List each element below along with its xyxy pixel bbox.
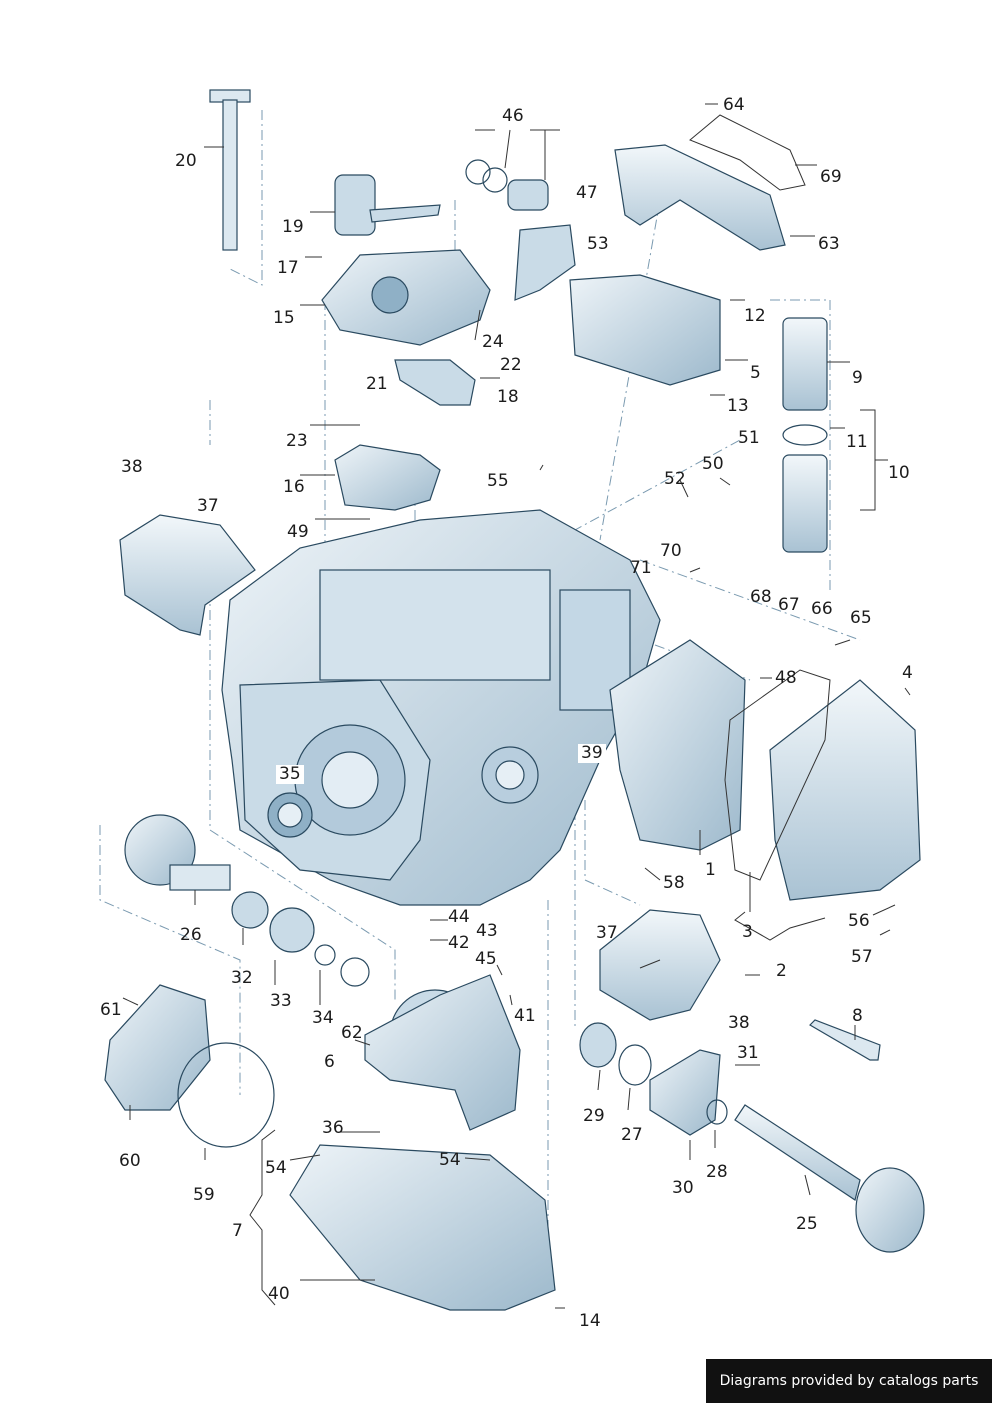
callout-41: 41 (514, 1006, 536, 1026)
oil-pan-cover (769, 679, 921, 901)
callout-57: 57 (851, 947, 873, 967)
callout-48: 48 (775, 668, 797, 688)
callout-15: 15 (273, 308, 295, 328)
oil-pan (289, 1144, 556, 1311)
callout-37a: 37 (197, 496, 219, 516)
callout-64: 64 (723, 95, 745, 115)
callout-13: 13 (727, 396, 749, 416)
callout-71: 71 (630, 558, 652, 578)
callout-3: 3 (742, 922, 753, 942)
callout-68: 68 (750, 587, 772, 607)
callout-36: 36 (322, 1118, 344, 1138)
credit-text: Diagrams provided by catalogs parts (719, 1373, 979, 1389)
callout-8: 8 (852, 1006, 863, 1026)
callout-38a: 38 (121, 457, 143, 477)
callout-14: 14 (579, 1311, 601, 1331)
callout-16: 16 (283, 477, 305, 497)
callout-59: 59 (193, 1185, 215, 1205)
callout-30: 30 (672, 1178, 694, 1198)
callout-23: 23 (286, 431, 308, 451)
callout-6: 6 (324, 1052, 335, 1072)
callout-44: 44 (448, 907, 470, 927)
callout-4: 4 (902, 663, 913, 683)
callout-46: 46 (502, 106, 524, 126)
callout-69: 69 (820, 167, 842, 187)
oil-cooler (569, 274, 721, 386)
callout-12: 12 (744, 306, 766, 326)
callout-58: 58 (663, 873, 685, 893)
callout-38b: 38 (728, 1013, 750, 1033)
callout-21: 21 (366, 374, 388, 394)
callout-1: 1 (705, 860, 716, 880)
callout-22: 22 (500, 355, 522, 375)
callout-52: 52 (664, 469, 686, 489)
callout-18: 18 (497, 387, 519, 407)
cover-plate-37b (599, 909, 721, 1021)
callout-67: 67 (778, 595, 800, 615)
callout-26: 26 (180, 925, 202, 945)
callout-66: 66 (811, 599, 833, 619)
callout-40: 40 (268, 1284, 290, 1304)
callout-47: 47 (576, 183, 598, 203)
valve-body (609, 639, 746, 851)
callout-50: 50 (702, 454, 724, 474)
callout-45: 45 (475, 949, 497, 969)
credit-banner: Diagrams provided by catalogs parts (706, 1359, 992, 1403)
callout-27: 27 (621, 1125, 643, 1145)
callout-29: 29 (583, 1106, 605, 1126)
callout-7: 7 (232, 1221, 243, 1241)
bell-cover-60 (104, 984, 211, 1111)
callout-10: 10 (888, 463, 910, 483)
callout-32: 32 (231, 968, 253, 988)
callout-56: 56 (848, 911, 870, 931)
cover-plate-37 (119, 514, 256, 636)
callout-33: 33 (270, 991, 292, 1011)
callout-19: 19 (282, 217, 304, 237)
callout-37b: 37 (596, 923, 618, 943)
callout-54a: 54 (265, 1158, 287, 1178)
callout-53: 53 (587, 234, 609, 254)
callout-9: 9 (852, 368, 863, 388)
callout-54b: 54 (439, 1150, 461, 1170)
callout-55: 55 (487, 471, 509, 491)
callout-5: 5 (750, 363, 761, 383)
callout-43: 43 (476, 921, 498, 941)
callout-34: 34 (312, 1008, 334, 1028)
callout-42: 42 (448, 933, 470, 953)
callout-62: 62 (341, 1023, 363, 1043)
callout-49: 49 (287, 522, 309, 542)
callout-61: 61 (100, 1000, 122, 1020)
callout-51: 51 (738, 428, 760, 448)
callout-65: 65 (850, 608, 872, 628)
callout-20: 20 (175, 151, 197, 171)
callout-25: 25 (796, 1214, 818, 1234)
callout-39: 39 (578, 744, 606, 763)
callout-28: 28 (706, 1162, 728, 1182)
callout-24: 24 (482, 332, 504, 352)
callout-17: 17 (277, 258, 299, 278)
callout-35: 35 (276, 765, 304, 784)
callout-31: 31 (737, 1043, 759, 1063)
callout-11: 11 (846, 432, 868, 452)
callout-60: 60 (119, 1151, 141, 1171)
callout-2: 2 (776, 961, 787, 981)
callout-63: 63 (818, 234, 840, 254)
callout-70: 70 (660, 541, 682, 561)
